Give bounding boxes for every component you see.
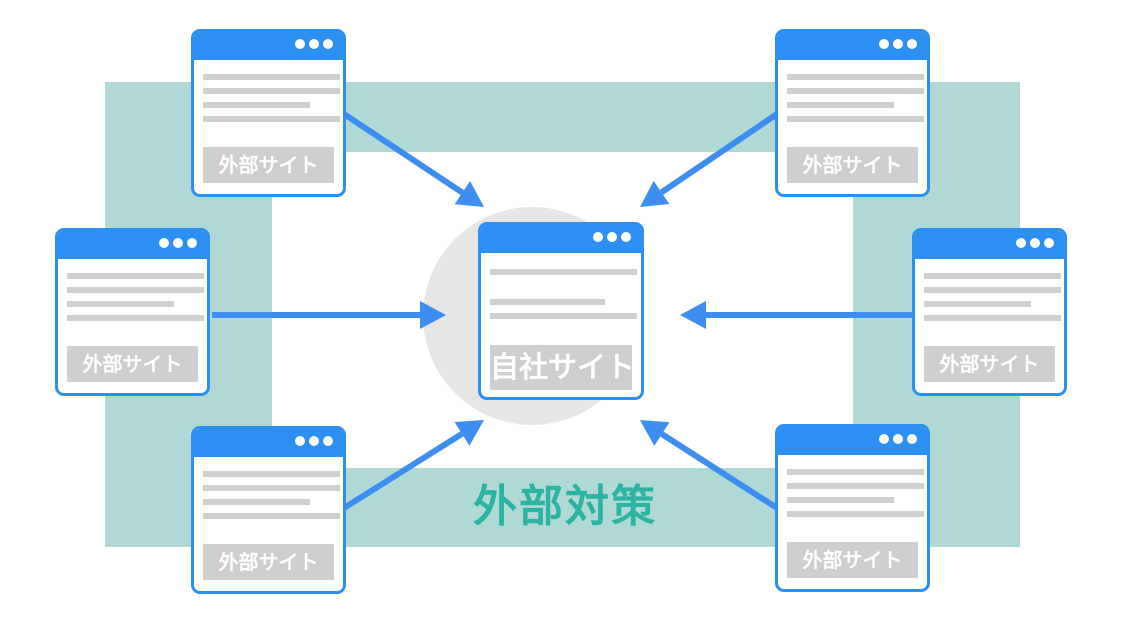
content-line <box>67 287 204 293</box>
content-line <box>203 471 340 477</box>
three-dots-menu-icon <box>295 39 333 51</box>
external-site-label: 外部サイト <box>787 542 918 578</box>
external-site-window: 外部サイト <box>55 228 210 396</box>
arrow <box>342 420 484 511</box>
content-line <box>203 116 340 122</box>
window-titlebar <box>194 429 343 457</box>
content-line <box>203 485 340 491</box>
content-line <box>490 269 637 275</box>
content-line <box>924 273 1061 279</box>
center-site-window: 自社サイト <box>478 222 644 400</box>
content-line <box>203 102 310 108</box>
content-line <box>787 74 924 80</box>
external-site-label: 外部サイト <box>67 346 198 382</box>
window-titlebar <box>778 427 927 455</box>
three-dots-menu-icon <box>879 434 917 446</box>
external-site-window: 外部サイト <box>775 424 930 592</box>
content-line <box>787 88 924 94</box>
content-line <box>924 315 1061 321</box>
arrow <box>640 111 779 207</box>
three-dots-menu-icon <box>593 232 631 244</box>
three-dots-menu-icon <box>1016 238 1054 250</box>
content-line <box>787 483 924 489</box>
external-site-label: 外部サイト <box>203 544 334 580</box>
content-line <box>203 499 310 505</box>
content-line <box>787 102 894 108</box>
window-titlebar <box>194 32 343 60</box>
content-line <box>203 74 340 80</box>
content-line <box>490 299 605 305</box>
arrow <box>680 301 912 329</box>
center-site-label: 自社サイト <box>490 345 635 390</box>
three-dots-menu-icon <box>159 238 197 250</box>
content-line <box>924 287 1061 293</box>
content-line <box>787 497 894 503</box>
external-site-window: 外部サイト <box>912 228 1067 396</box>
external-site-window: 外部サイト <box>191 426 346 594</box>
content-line <box>203 88 340 94</box>
content-line <box>787 511 924 517</box>
external-site-label: 外部サイト <box>787 147 918 183</box>
arrow <box>342 111 484 207</box>
content-line <box>787 469 924 475</box>
window-titlebar <box>58 231 207 259</box>
content-line <box>67 273 204 279</box>
content-line <box>203 513 340 519</box>
window-titlebar <box>778 32 927 60</box>
three-dots-menu-icon <box>295 436 333 448</box>
frame-label: 外部対策 <box>473 481 657 532</box>
content-line <box>924 301 1031 307</box>
content-line <box>67 301 174 307</box>
external-site-window: 外部サイト <box>191 29 346 197</box>
content-line <box>67 315 204 321</box>
content-line <box>490 313 637 319</box>
window-titlebar <box>915 231 1064 259</box>
content-line <box>787 116 924 122</box>
three-dots-menu-icon <box>879 39 917 51</box>
external-site-window: 外部サイト <box>775 29 930 197</box>
window-titlebar <box>481 225 641 253</box>
arrow <box>212 301 446 329</box>
arrow <box>640 420 779 511</box>
external-site-label: 外部サイト <box>924 346 1055 382</box>
external-site-label: 外部サイト <box>203 147 334 183</box>
